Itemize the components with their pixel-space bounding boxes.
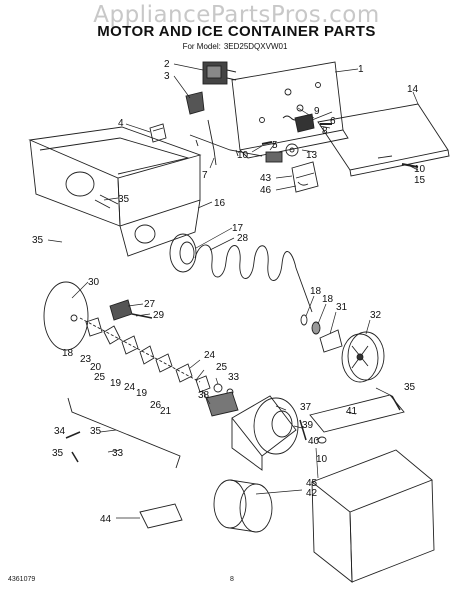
callout-6: 6 <box>330 116 336 127</box>
page-number: 8 <box>230 576 234 583</box>
callout-19-a: 20 <box>90 362 102 373</box>
callout-16: 18 <box>310 286 322 297</box>
callout-31: 33 <box>228 372 240 383</box>
part-44-housing <box>311 449 435 583</box>
callout-3: 3 <box>164 71 170 82</box>
callout-7: 7 <box>202 170 208 181</box>
part-5-solenoid <box>265 151 283 163</box>
callout-25: 27 <box>144 299 156 310</box>
callout-42: 44 <box>100 514 112 525</box>
part-16-washer <box>300 314 308 326</box>
callout-18-b: 19 <box>110 378 122 389</box>
part-38-bracket <box>205 391 239 417</box>
part-3-clip <box>185 91 205 115</box>
callout-18-a: 18 <box>62 348 74 359</box>
part-29-blade <box>319 329 343 353</box>
callout-8: 8 <box>322 126 328 137</box>
callout-14: 16 <box>214 198 226 209</box>
part-10-screw-b <box>401 163 419 168</box>
callout-40: 40 <box>308 436 320 447</box>
watermark: AppliancePartsPros.com <box>93 2 380 28</box>
callout-43: 41 <box>346 406 358 417</box>
part-4-bracket <box>149 123 167 143</box>
part-43-bar <box>309 394 405 433</box>
callout-numbers: 2 3 1 14 4 9 6 8 10 5 7 13 10 15 43 46 1… <box>32 59 426 525</box>
callout-18-c: 19 <box>136 388 148 399</box>
part-28-wheel <box>341 331 385 383</box>
part-32-rod <box>67 397 181 469</box>
document-number: 4361079 <box>8 576 36 583</box>
callout-10-a: 10 <box>237 150 249 161</box>
callout-34: 35 <box>52 448 64 459</box>
callout-37: 37 <box>300 402 312 413</box>
callout-22: 24 <box>204 350 216 361</box>
callout-20: 23 <box>80 354 92 365</box>
callout-10-c: 10 <box>316 454 328 465</box>
part-15-mount-ring <box>169 233 197 273</box>
part-30-disc <box>43 281 89 351</box>
leader-lines <box>47 63 419 519</box>
page-title: MOTOR AND ICE CONTAINER PARTS <box>97 23 376 40</box>
callout-35-a: 35 <box>118 194 130 205</box>
callout-32: 33 <box>112 448 124 459</box>
part-11-cam <box>285 143 299 157</box>
callout-9: 9 <box>314 106 320 117</box>
part-10-screw-a <box>261 141 273 145</box>
model-label: For Model: <box>182 42 221 51</box>
callout-5: 5 <box>272 140 278 151</box>
callout-4: 4 <box>118 118 124 129</box>
callout-33: 34 <box>54 426 66 437</box>
part-25-coupling <box>109 299 133 321</box>
callout-24-a: 25 <box>94 372 106 383</box>
callout-38: 38 <box>198 390 210 401</box>
callout-15: 17 <box>232 223 244 234</box>
callout-2: 2 <box>164 59 170 70</box>
callout-35-d: 35 <box>90 426 102 437</box>
callout-41: 42 <box>306 488 318 499</box>
callout-17: 18 <box>322 294 334 305</box>
callout-23: 25 <box>216 362 228 373</box>
model-line: For Model:3ED25DQXVW01 <box>0 42 473 51</box>
callout-11: 13 <box>306 150 318 161</box>
part-33-clip <box>65 431 81 439</box>
part-27-auger <box>194 244 313 313</box>
callout-13: 15 <box>414 175 426 186</box>
callout-21: 24 <box>124 382 136 393</box>
model-number: 3ED25DQXVW01 <box>223 42 288 51</box>
part-40-nut <box>317 436 327 444</box>
part-37-motor <box>231 395 299 471</box>
callout-12: 14 <box>407 84 419 95</box>
part-1-mounting-bracket <box>231 61 349 159</box>
part-34-screw <box>71 451 79 463</box>
part-9-switch <box>294 113 315 133</box>
part-39-screw <box>299 419 307 441</box>
callout-29: 31 <box>336 302 348 313</box>
callout-45: 43 <box>260 173 272 184</box>
part-45-46-bracket <box>291 161 319 193</box>
callout-19-b: 21 <box>160 406 172 417</box>
part-7-harness <box>189 119 263 166</box>
callout-35-c: 35 <box>404 382 416 393</box>
callout-35-b: 35 <box>32 235 44 246</box>
callout-24-b: 26 <box>150 400 162 411</box>
part-17-nut <box>311 321 321 335</box>
part-42-spacer <box>139 503 183 529</box>
callout-44: 45 <box>306 478 318 489</box>
callout-27: 28 <box>237 233 249 244</box>
part-41-sleeve <box>213 479 273 533</box>
callout-39: 39 <box>302 420 314 431</box>
part-12-cover-plate <box>317 103 450 177</box>
callout-26: 29 <box>153 310 165 321</box>
callout-30: 30 <box>88 277 100 288</box>
blade-stack <box>79 317 201 383</box>
part-2-relay <box>202 61 237 85</box>
part-35-screw-right <box>391 395 401 411</box>
part-14-ice-container <box>28 126 202 257</box>
part-26-bolt <box>131 313 153 319</box>
callout-46: 46 <box>260 185 272 196</box>
callout-10-b: 10 <box>414 164 426 175</box>
callout-28: 32 <box>370 310 382 321</box>
callout-1: 1 <box>358 64 364 75</box>
